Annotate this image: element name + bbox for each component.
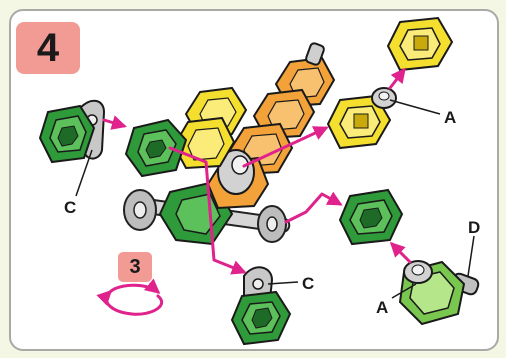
arrow-bottom-block-to-center (168, 146, 247, 275)
mid-right-yellow-block-with-connector (326, 87, 397, 150)
top-right-yellow-block (386, 16, 454, 72)
left-green-block-with-connector (38, 99, 106, 164)
light-green-wheel-assembly (398, 260, 480, 326)
label-a-bottom: A (376, 298, 389, 317)
arrow-yellow-to-column (242, 126, 329, 168)
label-leader-lines (75, 99, 475, 299)
label-c-bottom: C (302, 274, 315, 293)
rotate-arrow-upper (108, 278, 161, 294)
assembly-arrows (96, 67, 412, 316)
central-assembly (123, 42, 336, 246)
rotation-count-badge: 3 (118, 252, 152, 282)
right-green-block (338, 188, 404, 246)
arrow-green-to-axle (284, 191, 343, 224)
rotation-count: 3 (129, 256, 141, 278)
arrow-left-block-to-center (102, 115, 127, 130)
label-d: D (468, 218, 481, 237)
label-c-left: C (64, 198, 77, 217)
step-number: 4 (36, 26, 60, 70)
arrow-wheel-to-green-block (389, 241, 412, 264)
step-number-badge: 4 (16, 22, 80, 74)
label-a-top: A (444, 108, 457, 127)
green-block-center (124, 118, 188, 178)
arrow-yellow-top-to-mid (388, 67, 406, 90)
bottom-green-block-with-connector (230, 266, 292, 346)
rotate-arrow-lower (96, 289, 164, 316)
